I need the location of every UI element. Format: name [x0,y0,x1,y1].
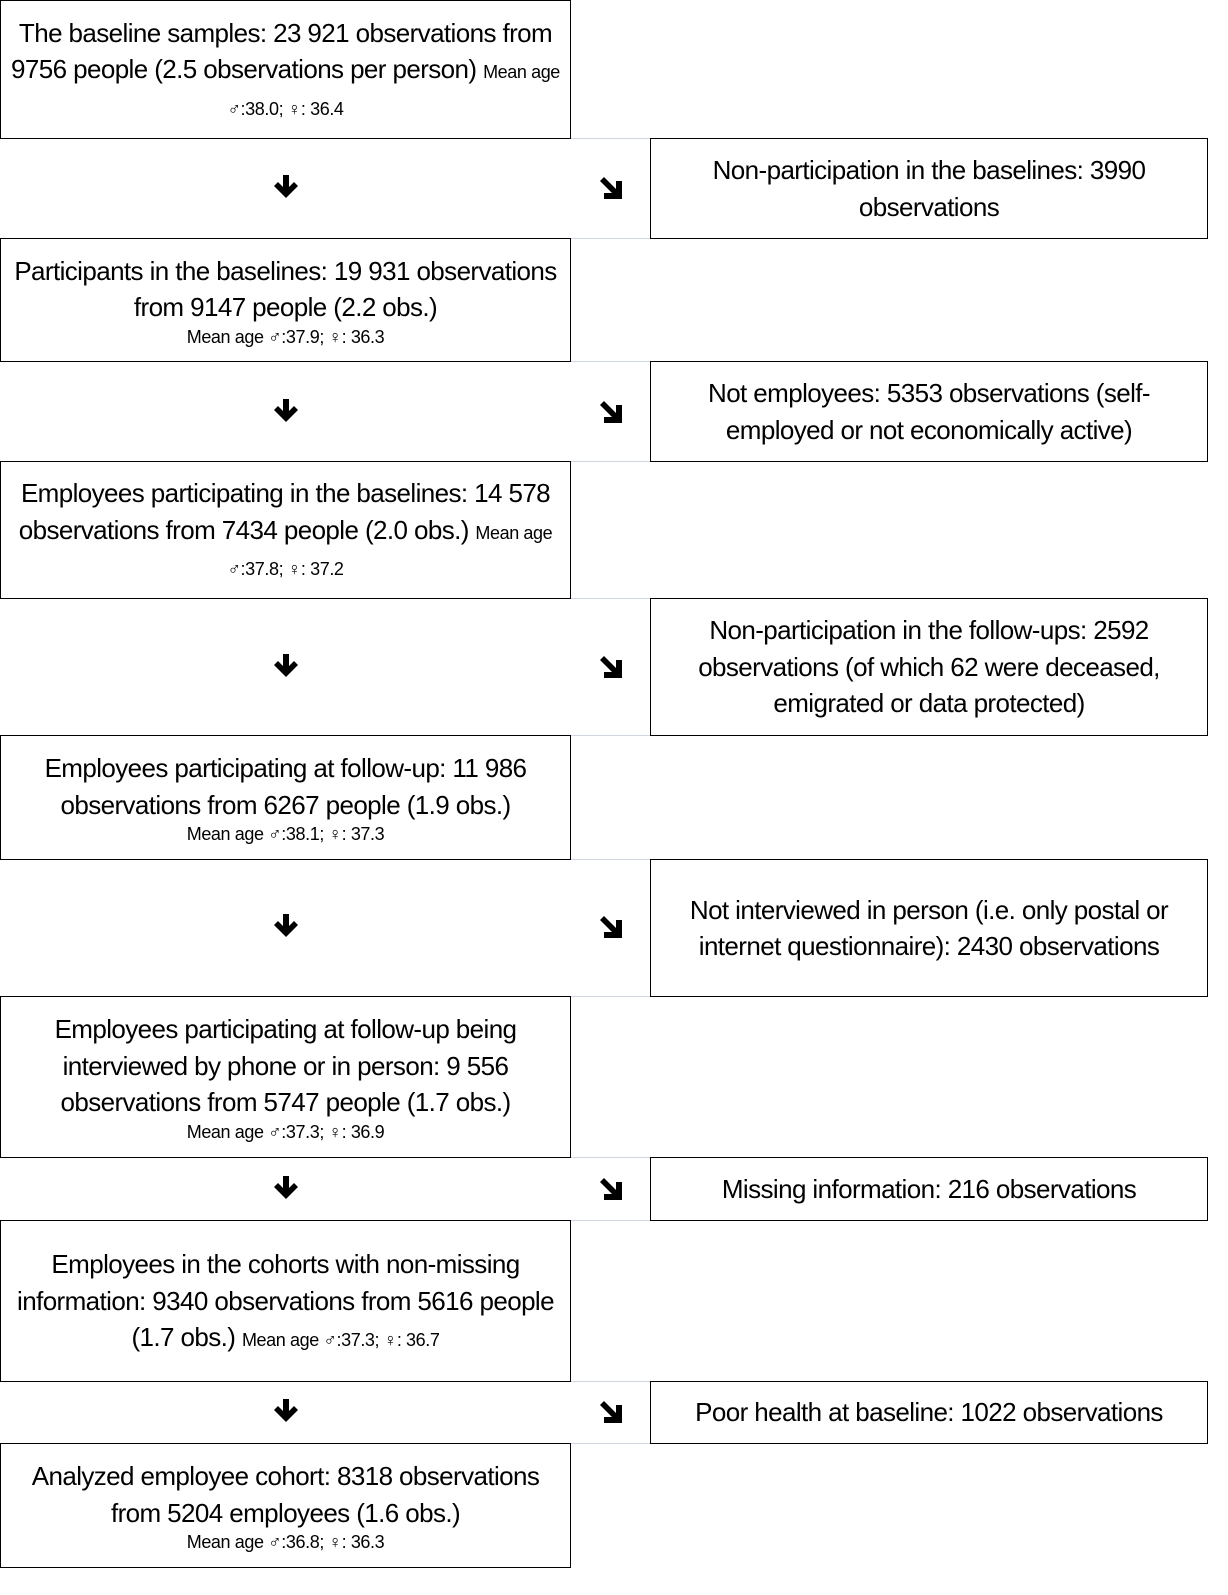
arrow-down-right-icon [598,654,624,680]
mean-age: Mean age ♂:37.3; ♀: 36.9 [186,1121,385,1142]
mean-age: Mean age ♂:38.1; ♀: 37.3 [186,824,385,844]
arrow-down-icon [273,397,299,423]
flow-box-interviewed: Employees participating at follow-up bei… [0,996,571,1158]
mean-age: Mean age ♂:36.8; ♀: 36.3 [186,1532,385,1552]
flow-box-participants: Participants in the baselines: 19 931 ob… [0,238,571,362]
exclusion-box: Not employees: 5353 observations (self-e… [650,361,1208,462]
exclusion-box: Not interviewed in person (i.e. only pos… [650,859,1208,997]
box-text: Employees participating in the baselines… [18,478,551,545]
exclusion-text: Poor health at baseline: 1022 observatio… [695,1397,1163,1428]
exclusion-box: Missing information: 216 observations [650,1157,1208,1221]
box-text: Participants in the baselines: 19 931 ob… [14,255,557,323]
mean-age: Mean age ♂:37.3; ♀: 36.7 [241,1330,440,1351]
arrow-down-icon [273,1174,299,1200]
box-text: Employees participating at follow-up: 11… [44,753,527,820]
arrow-down-icon [273,173,299,199]
arrow-down-right-icon [598,1399,624,1425]
exclusion-text: Not employees: 5353 observations (self-e… [708,378,1151,445]
mean-age: Mean age ♂:37.8; ♀: 37.2 [227,522,553,580]
arrow-down-right-icon [598,399,624,425]
exclusion-text: Missing information: 216 observations [721,1173,1137,1204]
flow-box-employees-follow-up: Employees participating at follow-up: 11… [0,735,571,860]
gap-band [0,859,1208,997]
flow-box-non-missing: Employees in the cohorts with non-missin… [0,1220,571,1382]
arrow-down-icon [273,1397,299,1423]
arrow-down-right-icon [598,175,624,201]
exclusion-text: Non-participation in the follow-ups: 259… [698,615,1160,719]
gap-band [0,1381,1208,1444]
gap-band [0,1157,1208,1221]
flow-box-employees-baselines: Employees participating in the baselines… [0,461,571,599]
exclusion-box: Poor health at baseline: 1022 observatio… [650,1381,1208,1444]
box-text: Employees in the cohorts with non-missin… [17,1249,555,1353]
arrow-down-right-icon [598,914,624,940]
gap-band [0,138,1208,239]
flow-box-baseline-samples: The baseline samples: 23 921 observation… [0,0,571,139]
exclusion-text: Not interviewed in person (i.e. only pos… [689,894,1169,962]
gap-band [0,361,1208,462]
box-text: Analyzed employee cohort: 8318 observati… [31,1461,540,1528]
exclusion-text: Non-participation in the baselines: 3990… [712,155,1146,222]
box-text: The baseline samples: 23 921 observation… [11,17,553,85]
exclusion-box: Non-participation in the follow-ups: 259… [650,598,1208,736]
flow-box-analyzed-cohort: Analyzed employee cohort: 8318 observati… [0,1443,571,1568]
arrow-down-right-icon [598,1176,624,1202]
box-text: Employees participating at follow-up bei… [54,1014,517,1118]
arrow-down-icon [273,912,299,938]
exclusion-box: Non-participation in the baselines: 3990… [650,138,1208,239]
mean-age: Mean age ♂:37.9; ♀: 36.3 [186,326,385,347]
mean-age: Mean age ♂:38.0; ♀: 36.4 [227,62,560,119]
gap-band [0,598,1208,736]
arrow-down-icon [273,652,299,678]
